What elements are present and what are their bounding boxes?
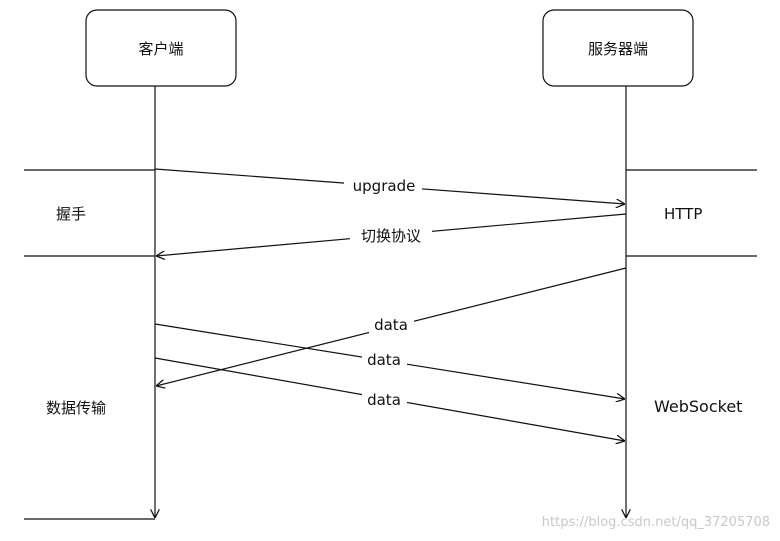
server-box bbox=[542, 9, 694, 87]
switch-protocol-message: 切换协议 bbox=[350, 224, 432, 248]
data-label-3: data bbox=[367, 391, 401, 409]
upgrade-label: upgrade bbox=[353, 177, 416, 195]
client-label: 客户端 bbox=[138, 40, 183, 58]
switch-protocol-label: 切换协议 bbox=[361, 227, 421, 245]
server-label: 服务器端 bbox=[588, 40, 648, 58]
upgrade-message: upgrade bbox=[344, 174, 422, 198]
data-label-2: data bbox=[367, 351, 401, 369]
handshake-phase-label: 握手 bbox=[56, 205, 86, 223]
server-participant: 服务器端 bbox=[542, 9, 694, 87]
client-box bbox=[85, 9, 237, 87]
data-message-1: data bbox=[369, 313, 414, 337]
watermark-text: https://blog.csdn.net/qq_37205708 bbox=[542, 515, 770, 530]
data-message-2: data bbox=[362, 348, 407, 372]
data-message-3: data bbox=[362, 388, 407, 412]
http-phase-label: HTTP bbox=[664, 205, 702, 223]
data-label-1: data bbox=[374, 316, 408, 334]
client-participant: 客户端 bbox=[85, 9, 237, 87]
websocket-phase-label: WebSocket bbox=[654, 397, 742, 416]
data-transfer-phase-label: 数据传输 bbox=[46, 399, 106, 417]
